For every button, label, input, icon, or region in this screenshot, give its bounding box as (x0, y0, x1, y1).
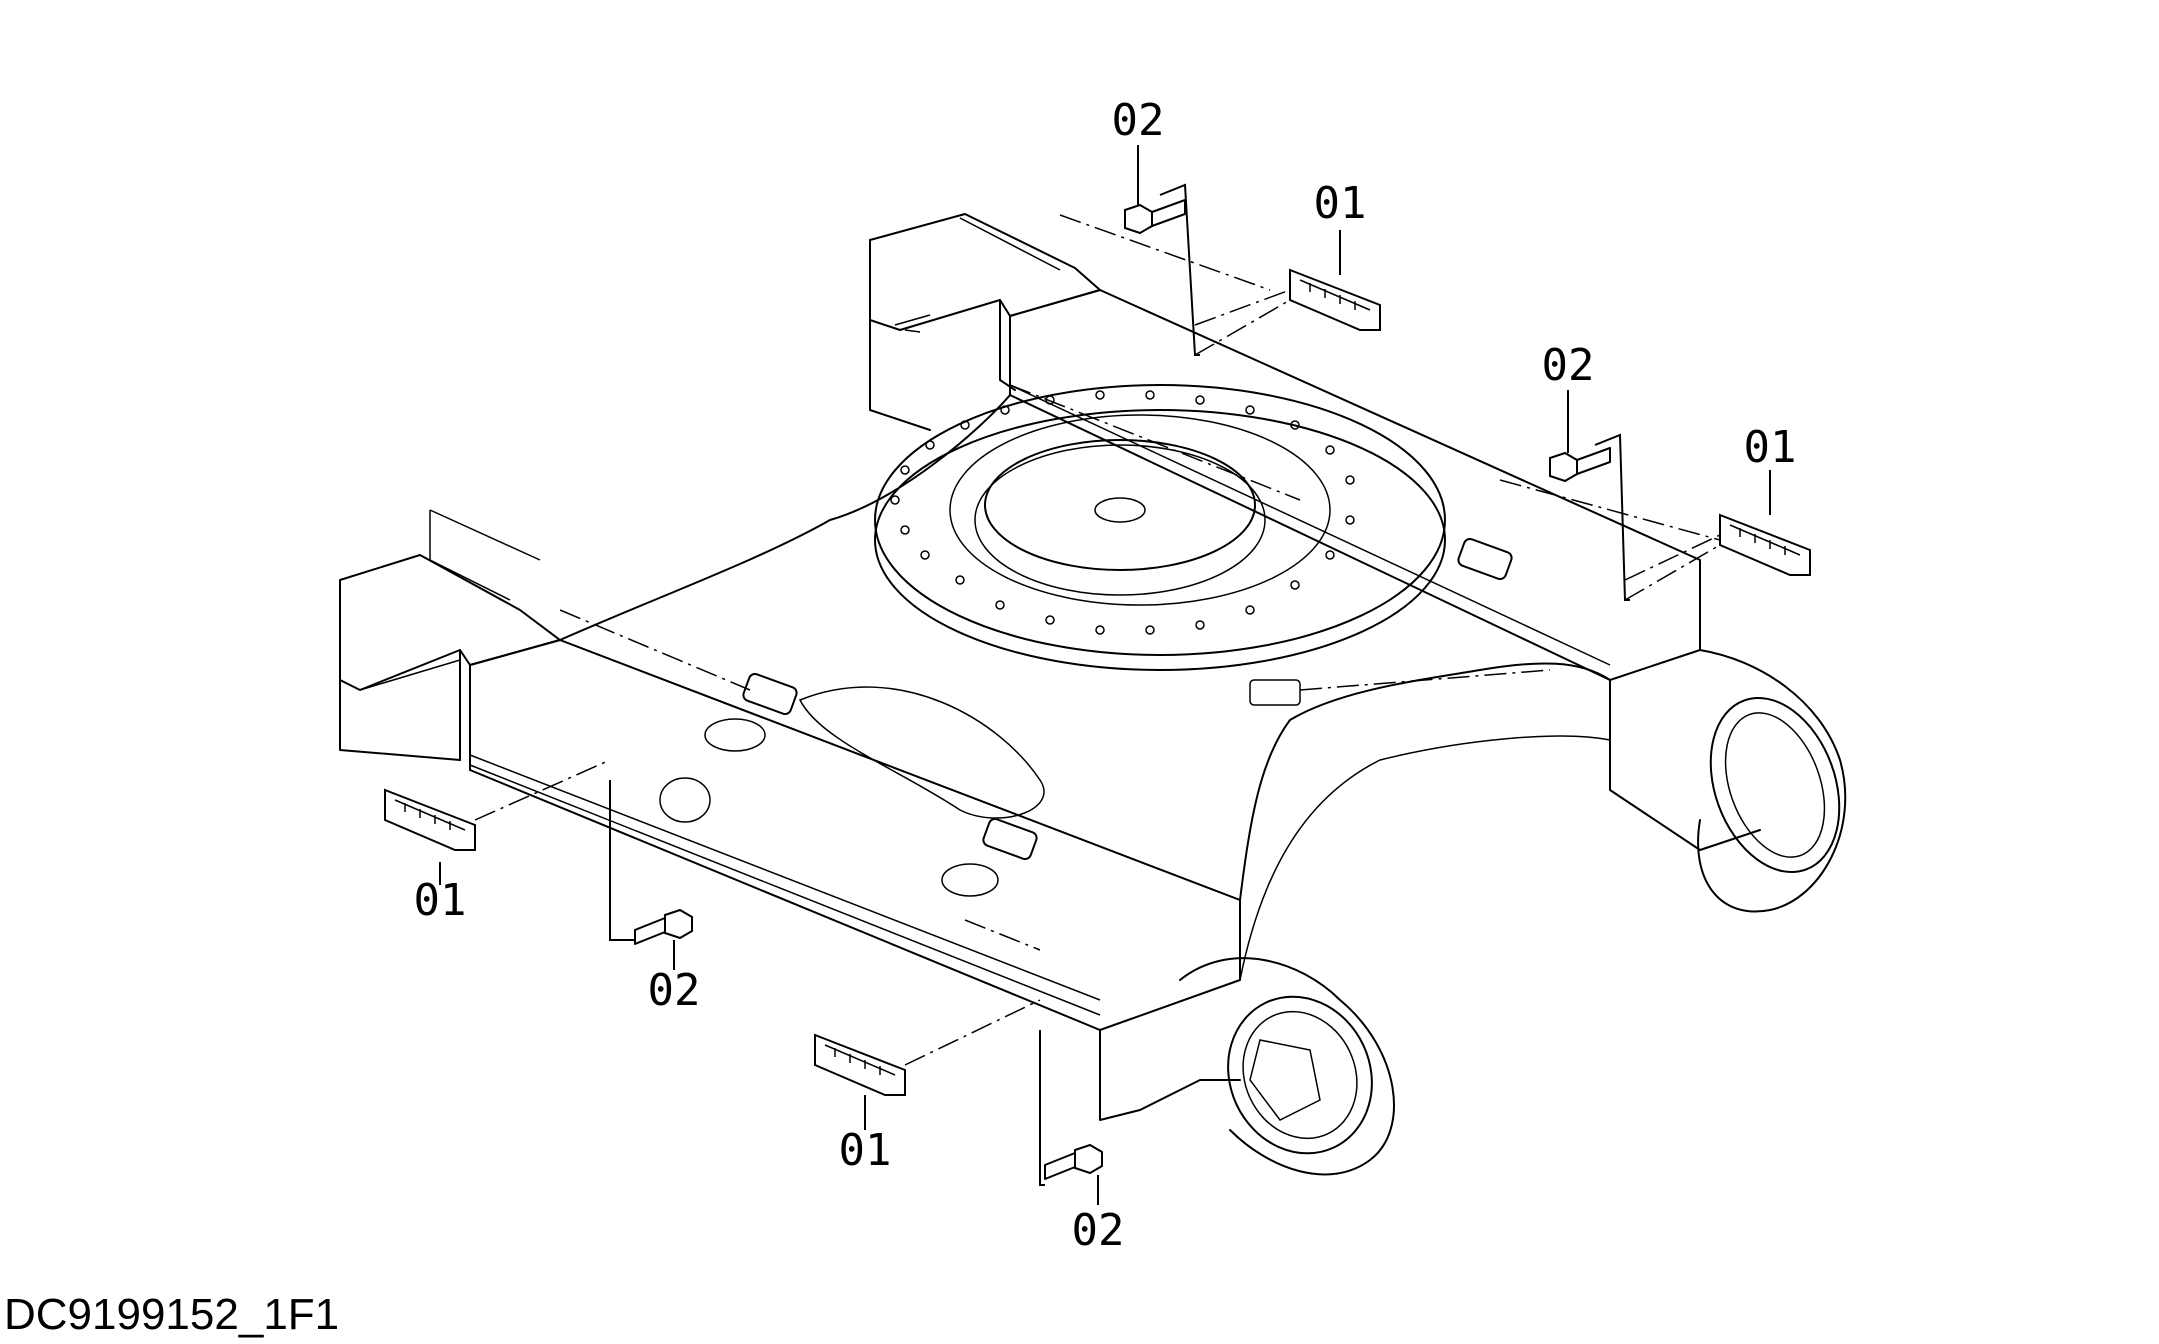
callouts: 02 01 02 01 01 02 01 02 (414, 95, 1797, 1256)
callout-label: 01 (1744, 422, 1797, 473)
guide-pad-rear-right (1719, 513, 1811, 576)
document-code: DC9199152_1F1 (4, 1290, 340, 1339)
callout-label: 01 (414, 875, 467, 926)
callout-label: 02 (1072, 1205, 1125, 1256)
callout-label: 02 (1542, 340, 1595, 391)
bolt-rear-left (1124, 199, 1186, 235)
bolt-circle (890, 390, 1355, 635)
bolt-rear-right (1549, 447, 1611, 483)
guide-pad-front-right (814, 1033, 906, 1096)
bolt-front-right (1044, 1143, 1103, 1180)
bolt-front-left (634, 908, 693, 945)
callout-label: 02 (1112, 95, 1165, 146)
leader-lines (439, 145, 1771, 1205)
guide-pad-front-left (384, 788, 476, 851)
guide-pad-rear-left (1289, 268, 1381, 331)
callout-label: 02 (648, 965, 701, 1016)
callout-label: 01 (1314, 178, 1367, 229)
undercarriage-frame (339, 213, 1847, 1176)
callout-label: 01 (839, 1125, 892, 1176)
